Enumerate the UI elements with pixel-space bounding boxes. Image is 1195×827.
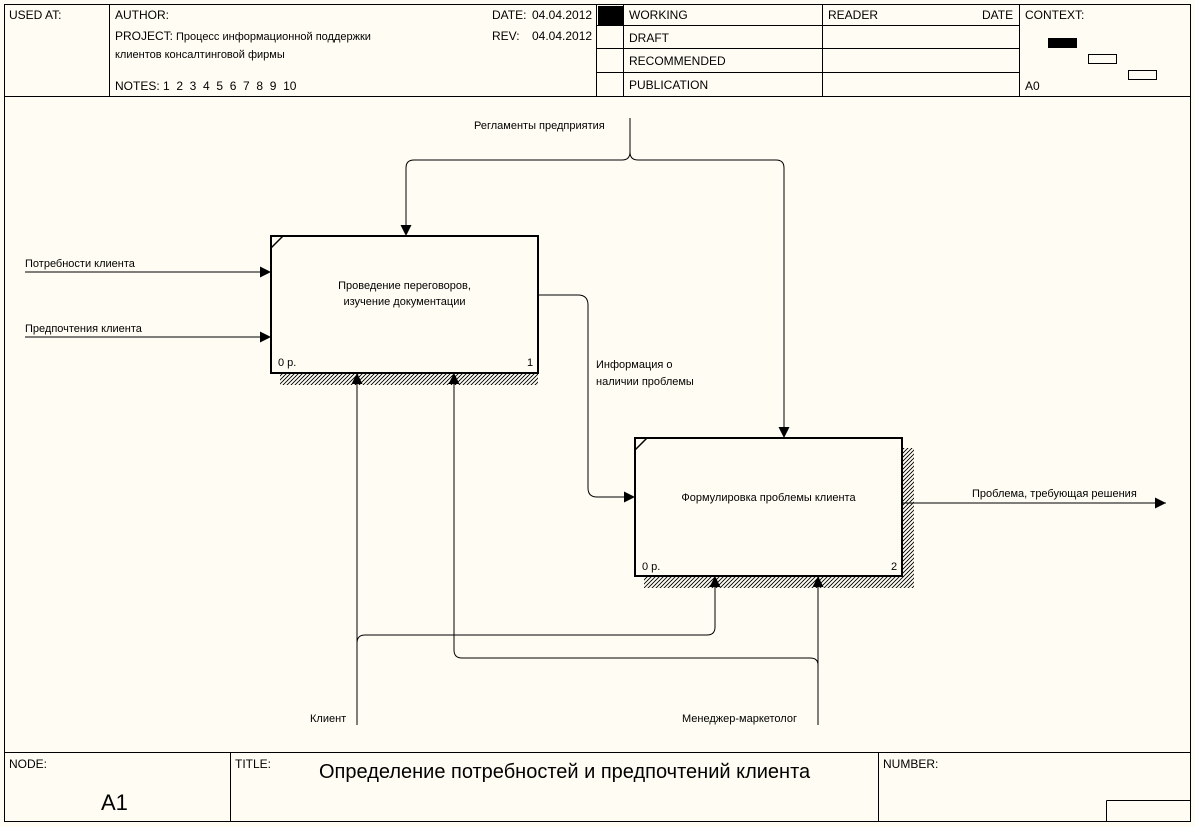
context-node: A0 xyxy=(1025,79,1040,93)
header-grid xyxy=(109,4,1020,97)
author-label: AUTHOR: xyxy=(115,8,169,22)
used-at-label: USED AT: xyxy=(9,8,62,22)
box-1-cost: 0 р. xyxy=(278,357,297,369)
activity-box-1[interactable] xyxy=(270,235,539,385)
context-map xyxy=(1048,38,1157,80)
status-publication[interactable]: PUBLICATION xyxy=(629,78,709,92)
sheet-frame xyxy=(4,4,1191,822)
mechanism-label-manager: Менеджер-маркетолог xyxy=(682,713,797,725)
control-label-regulations: Регламенты предприятия xyxy=(474,120,605,132)
rev-value: 04.04.2012 xyxy=(532,29,593,43)
box-1-title-line-1: Проведение переговоров, xyxy=(338,280,471,292)
status-recommended[interactable]: RECOMMENDED xyxy=(629,54,726,68)
number-label: NUMBER: xyxy=(883,757,939,771)
box-2-number: 2 xyxy=(891,561,898,573)
date-label: DATE: xyxy=(492,8,527,22)
mechanism-label-client: Клиент xyxy=(310,713,347,725)
node-value: A1 xyxy=(101,790,128,815)
internal-arrow-problem-info xyxy=(538,294,635,503)
status-working[interactable]: WORKING xyxy=(629,8,688,22)
notes-label: NOTES: xyxy=(115,79,160,93)
date-value: 04.04.2012 xyxy=(532,8,593,22)
footer-grid xyxy=(230,752,1191,822)
title-label: TITLE: xyxy=(235,757,272,771)
mechanism-arrow-client-branch xyxy=(356,576,721,644)
reader-label: READER xyxy=(828,8,879,22)
project-label: PROJECT: xyxy=(115,29,174,43)
reader-date-label: DATE xyxy=(982,8,1014,22)
control-arrow-stem xyxy=(400,118,631,236)
internal-label-line-1: Информация о xyxy=(596,359,673,371)
project-line-2: клиентов консалтинговой фирмы xyxy=(115,49,285,61)
input-label-preferences: Предпочтения клиента xyxy=(25,323,142,335)
context-label: CONTEXT: xyxy=(1025,8,1085,22)
project-line-1: Процесс информационной поддержки xyxy=(176,31,371,43)
arrows xyxy=(25,118,1166,725)
output-label-problem: Проблема, требующая решения xyxy=(972,488,1137,500)
status-draft[interactable]: DRAFT xyxy=(629,31,669,45)
box-1-number: 1 xyxy=(527,357,534,369)
activity-box-2[interactable] xyxy=(634,437,914,588)
notes-numbers: 1 2 3 4 5 6 7 8 9 10 xyxy=(163,79,297,93)
status-selected-marker xyxy=(598,6,623,25)
mechanism-arrow-manager-branch xyxy=(448,373,819,666)
control-arrow-branch xyxy=(638,159,790,438)
box-1-title-line-2: изучение документации xyxy=(343,296,466,308)
node-label: NODE: xyxy=(9,757,48,771)
box-2-title: Формулировка проблемы клиента xyxy=(681,492,856,504)
internal-label-line-2: наличии проблемы xyxy=(596,376,694,388)
box-2-cost: 0 р. xyxy=(642,561,661,573)
rev-label: REV: xyxy=(492,29,520,43)
diagram-title: Определение потребностей и предпочтений … xyxy=(319,761,811,783)
input-label-needs: Потребности клиента xyxy=(25,258,135,270)
